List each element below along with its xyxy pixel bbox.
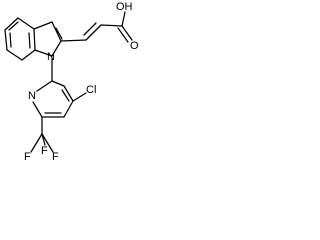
- bond: [60, 39, 87, 42]
- bond: [121, 25, 133, 41]
- bond: [4, 17, 19, 31]
- bond: [33, 28, 36, 51]
- bond-double-inner: [28, 32, 31, 49]
- chlorine-label: Cl: [86, 84, 96, 96]
- bond: [63, 85, 74, 102]
- bond: [6, 49, 23, 61]
- fluorine-label-top: F: [41, 145, 48, 157]
- bond-double-inner: [9, 32, 12, 48]
- bond: [4, 29, 8, 51]
- bond: [21, 49, 36, 61]
- carbonyl-oxygen-label: O: [130, 40, 139, 52]
- bond: [32, 101, 43, 118]
- bond-double-inner: [8, 21, 19, 31]
- bond: [51, 40, 62, 57]
- bond: [85, 24, 102, 41]
- hydroxyl-label: OH: [116, 1, 133, 13]
- bond-double-inner: [83, 22, 97, 36]
- bond: [121, 11, 126, 27]
- bond: [41, 133, 54, 153]
- indole-nitrogen-label: N: [47, 51, 55, 63]
- bond: [36, 80, 53, 92]
- bond: [30, 133, 43, 153]
- pyridine-nitrogen-label: N: [28, 90, 36, 102]
- bond: [51, 21, 62, 42]
- bond: [17, 17, 35, 30]
- atom-labels: OH O N N Cl F F F: [24, 1, 139, 163]
- bond: [72, 92, 87, 102]
- chemical-structure-diagram: OH O N N Cl F F F: [4, 1, 139, 163]
- bond: [51, 80, 65, 87]
- fluorine-label-right: F: [52, 151, 59, 163]
- bond-double-inner: [61, 89, 70, 102]
- bond: [63, 100, 74, 118]
- fluorine-label-left: F: [24, 151, 31, 163]
- bond: [100, 24, 123, 27]
- bond: [33, 21, 53, 30]
- bond-double-inner: [55, 27, 63, 40]
- bond-double-inner: [117, 27, 129, 43]
- bonds: [4, 11, 133, 153]
- bond: [34, 49, 53, 57]
